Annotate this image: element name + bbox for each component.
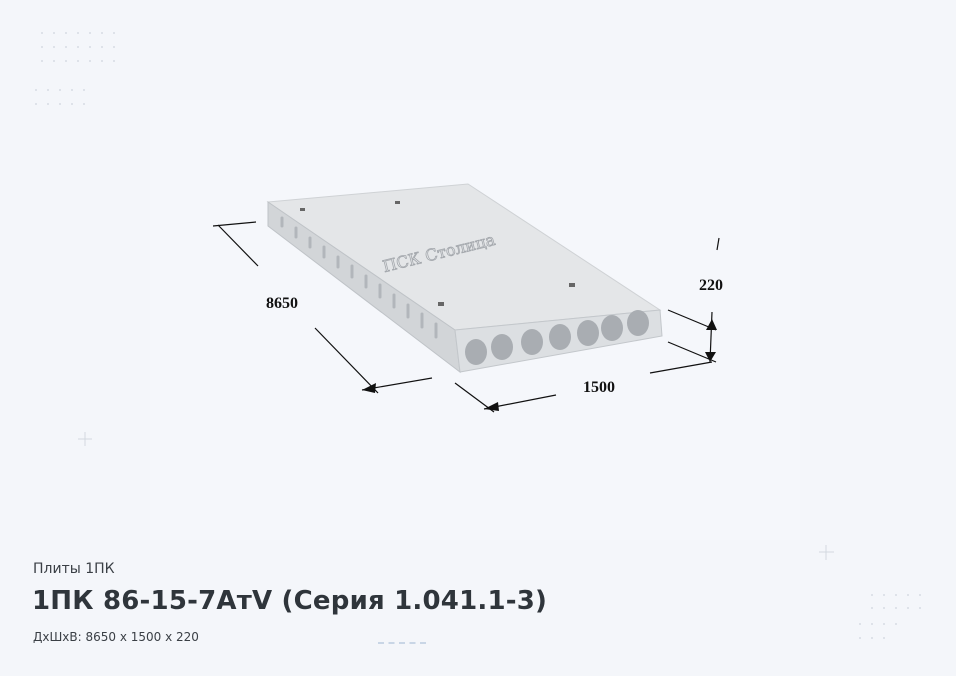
slab-illustration: ПСК Столица <box>266 183 663 374</box>
product-dimensions: ДхШхВ: 8650 х 1500 х 220 <box>33 630 199 644</box>
decorative-dots-bottom-right <box>859 594 921 639</box>
dimension-height-label: 220 <box>699 277 723 294</box>
dimension-width-label: 1500 <box>583 379 615 396</box>
product-category: Плиты 1ПК <box>33 561 115 577</box>
dimension-length-label: 8650 <box>266 295 298 312</box>
decorative-dots-top-left <box>35 32 115 105</box>
product-title: 1ПК 86-15-7АтV (Серия 1.041.1-3) <box>32 586 548 616</box>
plus-decoration-icon <box>78 432 834 560</box>
decorative-dashed-line <box>378 642 426 644</box>
dimension-arrows <box>362 319 717 411</box>
